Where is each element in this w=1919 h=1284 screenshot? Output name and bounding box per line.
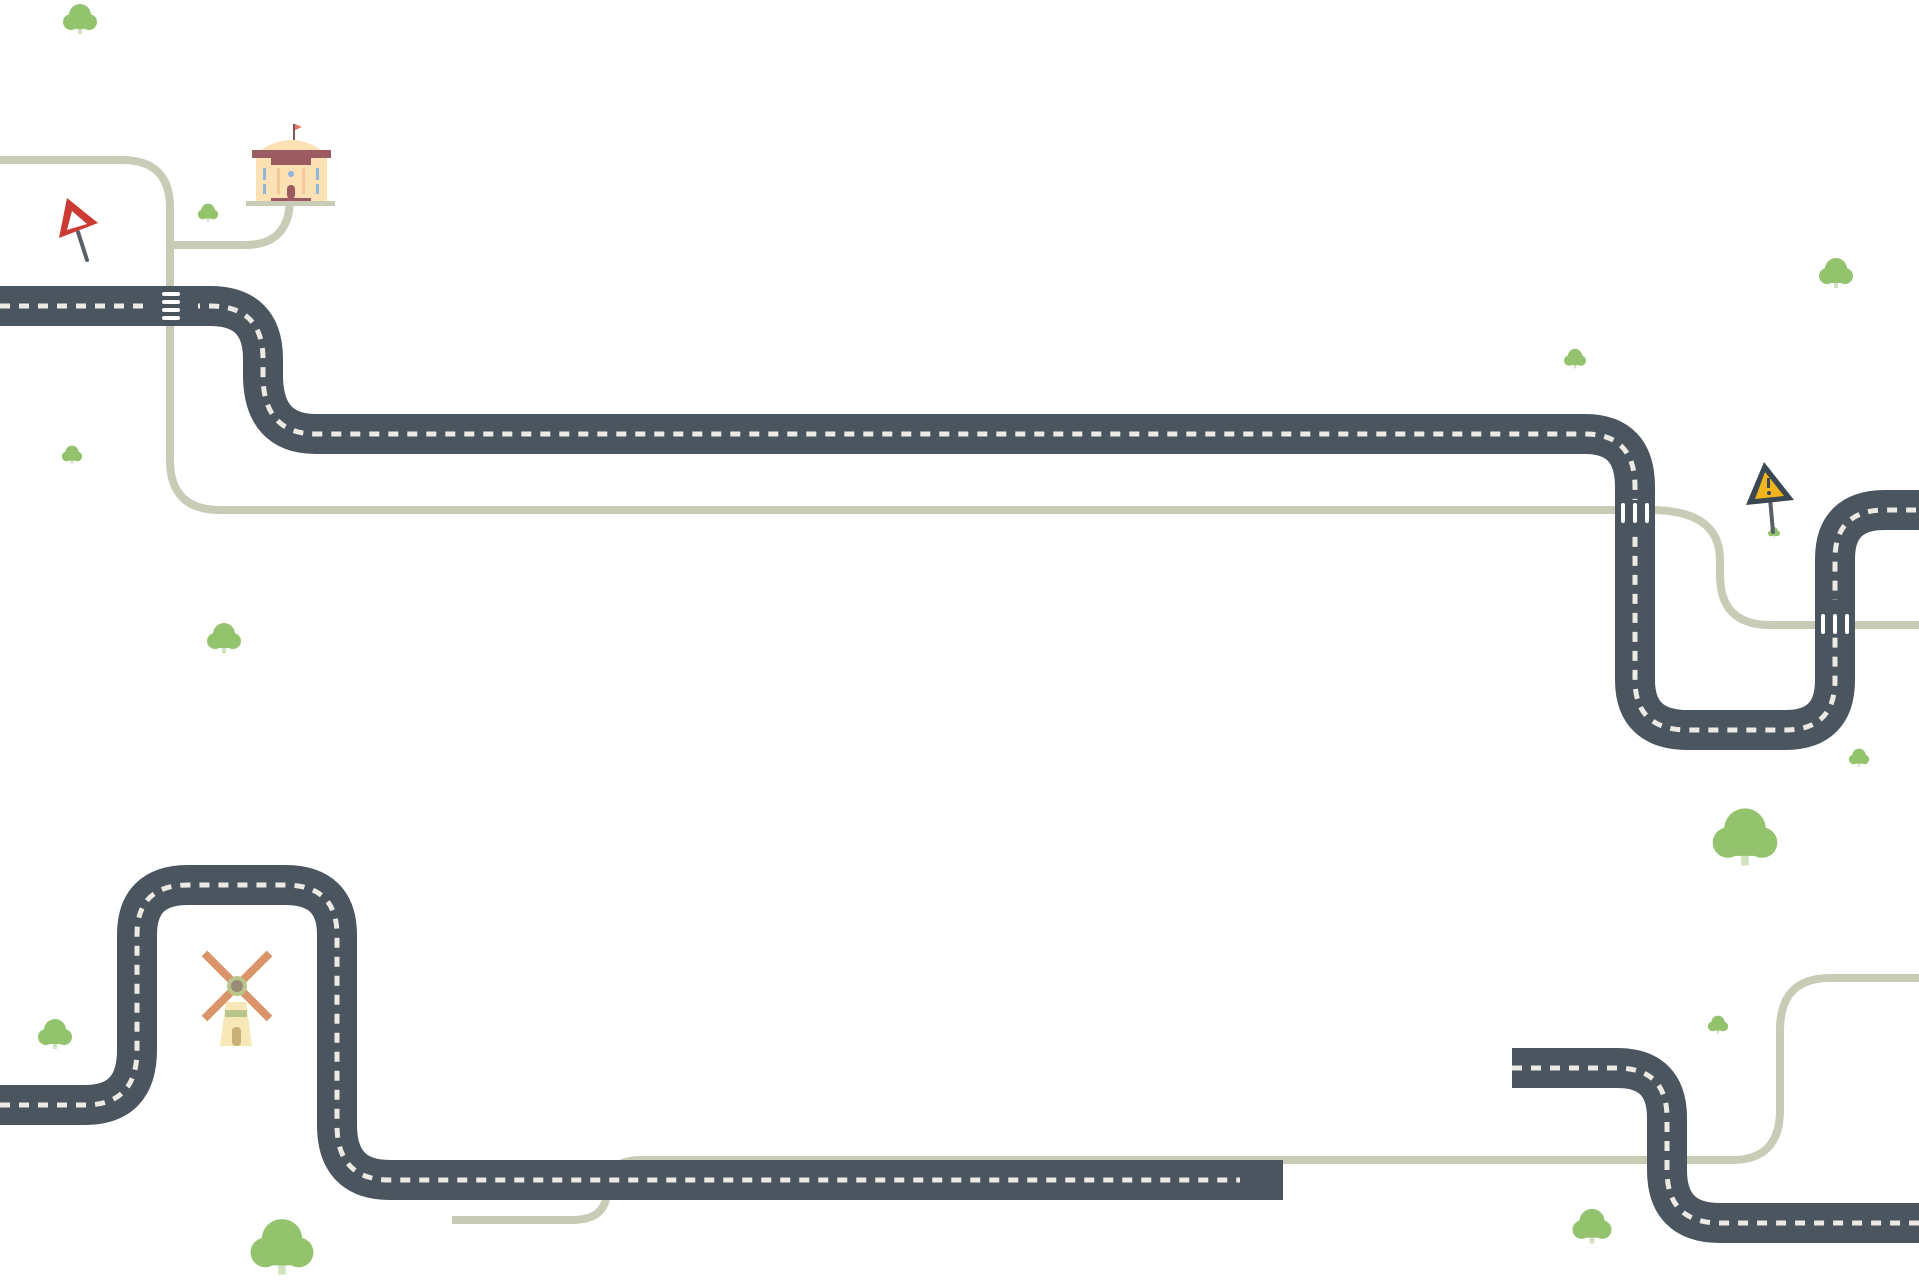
lower-left-road xyxy=(0,865,1283,1200)
tree-icon xyxy=(1563,348,1587,369)
tree-icon xyxy=(1712,808,1778,866)
tree-icon xyxy=(1707,1015,1729,1034)
tree-icon xyxy=(61,445,83,464)
footpath-bottom xyxy=(452,974,1919,1224)
lower-right-road xyxy=(1512,1048,1919,1243)
footpath-town-hall-branch xyxy=(174,197,294,249)
tree-icon xyxy=(38,1019,72,1049)
lower-right-road-surface xyxy=(1512,1048,1919,1243)
tree-icon xyxy=(207,623,241,653)
town-hall-icon xyxy=(246,124,335,206)
crosswalk-marking xyxy=(1819,600,1851,634)
lower-right-road-center-line xyxy=(1512,1065,1919,1226)
warning-sign-icon xyxy=(1746,462,1794,534)
crosswalk-marking xyxy=(1619,500,1651,530)
crosswalk-marking xyxy=(150,290,198,322)
tree-icon xyxy=(250,1219,314,1275)
windmill-icon xyxy=(201,950,273,1046)
tree-icon xyxy=(1572,1208,1612,1244)
tree-icon xyxy=(63,4,97,34)
lower-left-road-center-line xyxy=(0,882,1240,1183)
tree-icon xyxy=(197,203,219,222)
tree-icon xyxy=(1848,748,1870,767)
upper-road xyxy=(0,286,1919,750)
upper-road-center-line xyxy=(0,303,1919,733)
tree-icon xyxy=(1819,258,1853,288)
yield-sign-icon xyxy=(59,198,98,262)
lower-left-road-surface xyxy=(0,865,1283,1200)
